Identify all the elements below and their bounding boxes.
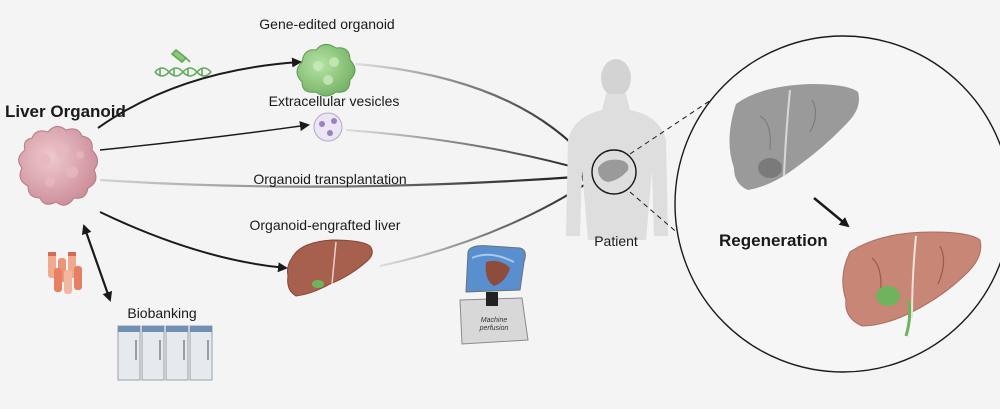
extracellular-vesicles-icon — [313, 112, 343, 142]
machine-label-line2: perfusion — [479, 325, 509, 332]
arrow-regeneration — [813, 197, 850, 228]
machine-perfusion-icon: Machine perfusion — [459, 245, 529, 345]
gene-edited-organoid-icon — [296, 44, 356, 97]
arrow-to-engrafted — [99, 211, 288, 273]
transplantation-label: Organoid transplantation — [253, 171, 406, 187]
arrow-from-biobanking — [81, 224, 111, 301]
machine-label-line1: Machine — [481, 317, 508, 324]
zoom-focus-circle — [591, 149, 637, 195]
patient-liver-icon — [598, 159, 629, 182]
regeneration-label: Regeneration — [719, 231, 828, 250]
patient-label: Patient — [594, 233, 638, 249]
arrow-to-gene-edited — [97, 57, 302, 129]
damaged-liver-icon — [729, 84, 859, 190]
arrow-gene-edited-to-patient — [355, 62, 594, 167]
arrow-to-vesicles — [99, 121, 310, 151]
liver-organoid-icon — [18, 126, 98, 206]
test-tubes-icon — [48, 252, 82, 294]
gene-edited-label: Gene-edited organoid — [259, 16, 394, 32]
dna-edit-icon — [154, 48, 212, 77]
regenerated-liver-icon — [842, 231, 982, 337]
arrow-transplantation — [99, 171, 592, 188]
engrafted-label: Organoid-engrafted liver — [250, 217, 401, 233]
engrafted-liver-icon — [287, 239, 373, 297]
biobanking-label: Biobanking — [127, 305, 196, 321]
vesicles-label: Extracellular vesicles — [269, 93, 400, 109]
source-label: Liver Organoid — [5, 102, 126, 121]
zoom-line-top — [629, 77, 745, 155]
arrow-vesicles-to-patient — [345, 129, 594, 175]
freezer-icon — [117, 325, 213, 381]
